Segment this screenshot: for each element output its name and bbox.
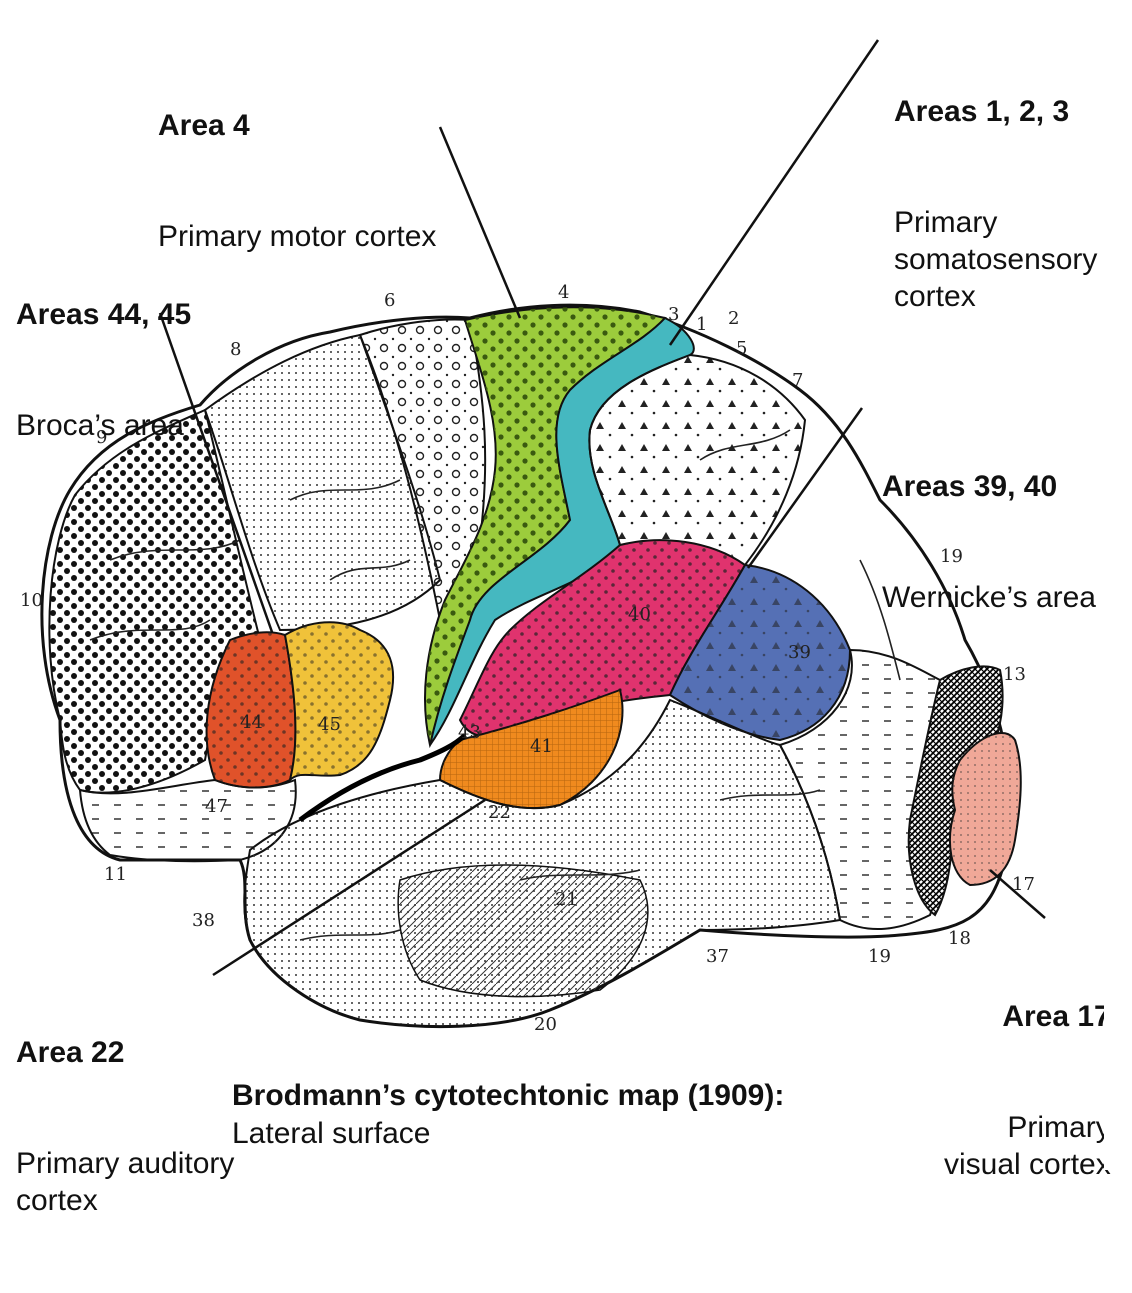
figure-caption: Brodmann’s cytotechtonic map (1909): Lat…	[232, 1077, 784, 1153]
label-area3940-sub: Wernicke’s area	[882, 579, 1096, 616]
area-number: 11	[104, 864, 127, 885]
label-area22: Area 22 Primary auditory cortex	[16, 960, 234, 1293]
area-number: 5	[736, 338, 747, 359]
diagram-canvas: 4 3 1 2 5 6 7 8 9 10 11 13 17 18 19 19 2…	[0, 0, 1132, 1170]
area-number: 38	[192, 910, 215, 931]
caption-subtitle: Lateral surface	[232, 1117, 430, 1150]
label-area22-sub: Primary auditory cortex	[16, 1145, 234, 1219]
area-number: 45	[318, 714, 341, 735]
area-number: 21	[555, 889, 578, 910]
label-area22-title: Area 22	[16, 1034, 234, 1071]
label-area4-sub: Primary motor cortex	[158, 218, 436, 255]
caption-title: Brodmann’s cytotechtonic map (1909):	[232, 1077, 784, 1115]
area-number: 17	[1012, 874, 1035, 895]
area-number: 40	[628, 604, 651, 625]
label-area17: Area 17 Primary visual cortex	[944, 924, 1111, 1257]
leader-area123	[670, 40, 878, 345]
area-number: 47	[205, 796, 228, 817]
area-number: 22	[488, 802, 511, 823]
area-number: 39	[788, 642, 811, 663]
label-area17-title: Area 17	[944, 998, 1111, 1035]
label-area4445-title: Areas 44, 45	[16, 296, 191, 333]
area-number: 43	[458, 722, 481, 743]
label-area3940: Areas 39, 40 Wernicke’s area	[882, 394, 1096, 690]
label-area4445-sub: Broca’s area	[16, 407, 191, 444]
area-number: 10	[20, 590, 43, 611]
area-number: 8	[230, 339, 241, 360]
area-number: 4	[558, 282, 569, 303]
area-number: 1	[696, 314, 707, 335]
leader-area4	[440, 127, 520, 318]
area-number: 37	[706, 946, 729, 967]
area-number: 41	[530, 736, 553, 757]
label-area123: Areas 1, 2, 3 Primary somatosensory cort…	[894, 19, 1097, 389]
label-area3940-title: Areas 39, 40	[882, 468, 1096, 505]
label-area123-title: Areas 1, 2, 3	[894, 93, 1097, 130]
right-edge-crop	[1104, 0, 1132, 1170]
label-area4: Area 4 Primary motor cortex	[158, 33, 436, 329]
area-number: 19	[868, 946, 891, 967]
label-area17-sub: Primary visual cortex	[944, 1109, 1111, 1183]
area-number: 2	[728, 308, 739, 329]
area-number: 3	[668, 304, 679, 325]
label-area123-sub: Primary somatosensory cortex	[894, 204, 1097, 315]
area-number: 7	[792, 370, 803, 391]
label-area4445: Areas 44, 45 Broca’s area	[16, 222, 191, 518]
label-area4-title: Area 4	[158, 107, 436, 144]
area-number: 20	[534, 1014, 557, 1035]
area-number: 44	[240, 712, 263, 733]
